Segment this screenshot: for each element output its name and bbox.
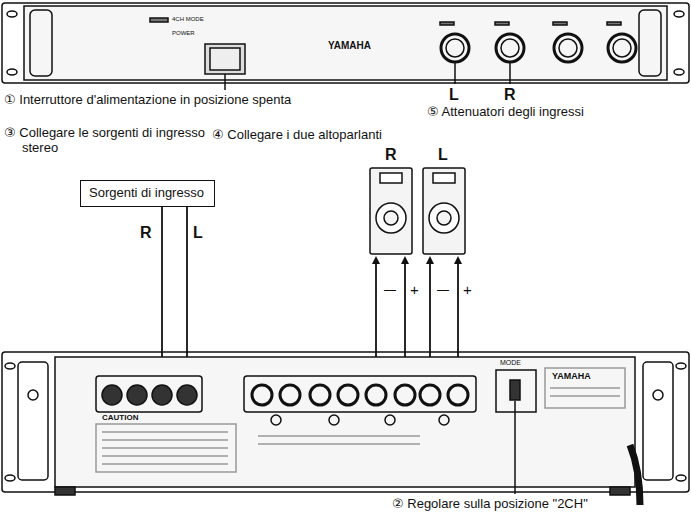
- brand-logo: YAMAHA: [552, 371, 591, 381]
- box-text: Sorgenti di ingresso: [89, 185, 206, 200]
- source-box: Sorgenti di ingresso: [80, 180, 215, 207]
- callout-text: ④ Collegare i due altoparlanti: [212, 128, 382, 143]
- polarity-sign: —: [384, 284, 396, 298]
- channel-letter: L: [449, 86, 459, 104]
- channel-letter: R: [140, 224, 152, 242]
- channel-letter: R: [385, 146, 397, 164]
- channel-letter: R: [504, 86, 516, 104]
- callout-text: ② Regolare sulla posizione "2CH": [392, 497, 588, 512]
- panel-marking: 4CH MODE: [172, 16, 204, 23]
- brand-logo: YAMAHA: [328, 40, 371, 52]
- panel-marking: CAUTION: [102, 413, 138, 422]
- callout-text: ① Interruttore d'alimentazione in posizi…: [4, 93, 322, 108]
- polarity-sign: +: [463, 281, 472, 298]
- channel-letter: L: [193, 224, 203, 242]
- polarity-sign: —: [437, 284, 449, 298]
- panel-marking: POWER: [172, 30, 195, 37]
- polarity-sign: +: [410, 281, 419, 298]
- callout-text: ⑤ Attenuatori degli ingressi: [427, 105, 584, 120]
- panel-marking: MODE: [500, 359, 521, 367]
- channel-letter: L: [438, 146, 448, 164]
- callout-text: ③ Collegare le sorgenti di ingresso ster…: [4, 126, 240, 156]
